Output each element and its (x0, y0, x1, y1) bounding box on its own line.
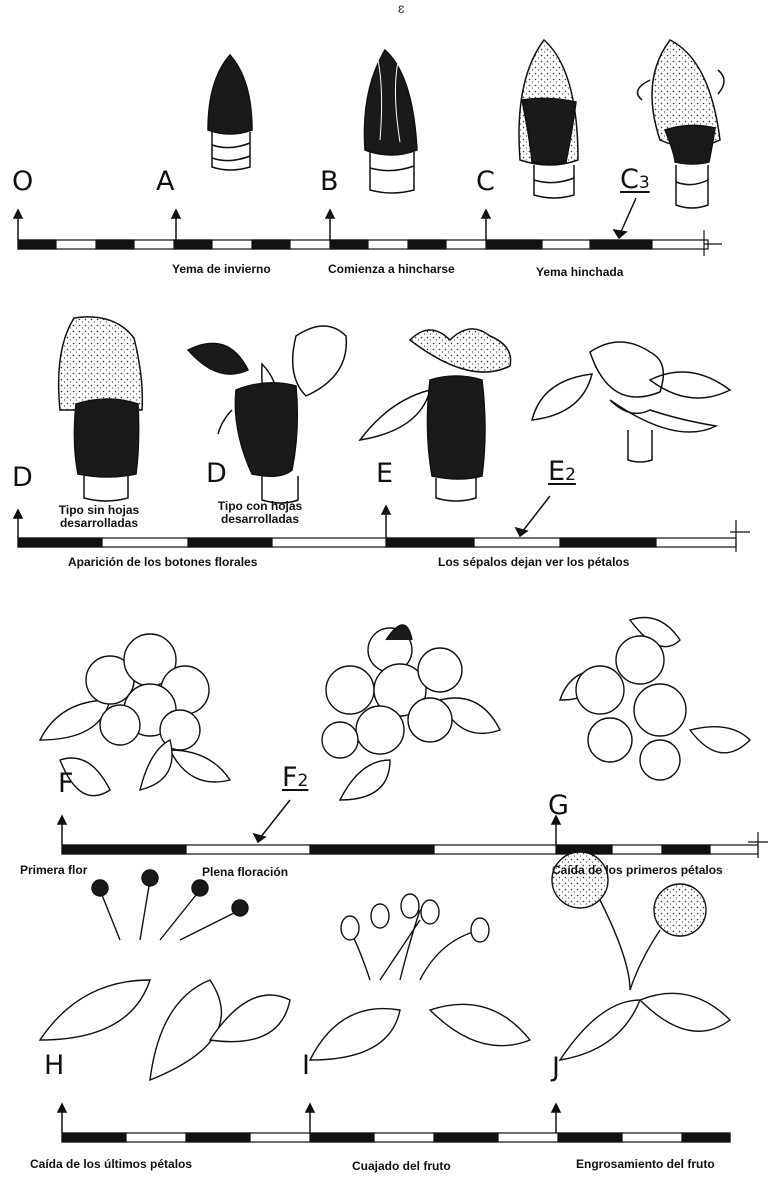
caption-tipo-sin-hojas: Tipo sin hojas desarrolladas (44, 504, 154, 530)
stage-letter-c3-subscript: 3 (639, 173, 650, 193)
fruit-drawing-i (310, 894, 530, 1060)
caption-aparicion-botones: Aparición de los botones florales (68, 556, 257, 569)
stage-arrows-row-4 (58, 1104, 560, 1133)
stage-letter-e2-subscript: 2 (565, 465, 576, 485)
stage-letter-f: F (58, 770, 74, 797)
stage-letter-b: B (320, 168, 339, 195)
bud-drawing-a (208, 55, 252, 170)
caption-primera-flor: Primera flor (20, 864, 87, 877)
stage-letter-c: C (476, 168, 495, 195)
bud-drawing-d-leafless (59, 317, 143, 501)
caption-cuajado-fruto: Cuajado del fruto (352, 1160, 451, 1173)
caption-engrosamiento-fruto: Engrosamiento del fruto (576, 1158, 715, 1171)
caption-yema-hinchada: Yema hinchada (536, 266, 623, 279)
stage-letter-c3: C3 (620, 166, 650, 193)
stage-letter-f2-main: F (282, 762, 298, 793)
bud-drawing-e2 (532, 342, 730, 462)
bud-drawing-c3 (638, 40, 725, 208)
caption-comienza-a-hincharse: Comienza a hincharse (328, 263, 455, 276)
stage-letter-e2-main: E (548, 456, 565, 487)
stage-letter-f2: F2 (282, 764, 308, 791)
stage-letter-d-leafless: D (12, 464, 33, 491)
caption-plena-floracion: Plena floración (202, 866, 288, 879)
fruit-drawing-j (552, 852, 730, 1060)
stage-letter-d-leafy: D (206, 460, 227, 487)
caption-tipo-con-hojas: Tipo con hojas desarrolladas (200, 500, 320, 526)
stage-letter-h: H (44, 1052, 64, 1079)
bud-drawing-c (519, 40, 578, 198)
stage-letter-c3-main: C (620, 164, 639, 195)
caption-yema-de-invierno: Yema de invierno (172, 263, 271, 276)
stage-letter-a: A (156, 168, 174, 195)
caption-sepalos-petalos: Los sépalos dejan ver los pétalos (438, 556, 629, 569)
bud-drawing-b (364, 50, 417, 193)
flower-drawing-g (560, 618, 750, 781)
stage-letter-e2: E2 (548, 458, 576, 485)
timeline-row-4 (62, 1133, 730, 1142)
stage-letter-o: O (12, 168, 33, 195)
stage-letter-i: I (302, 1052, 310, 1079)
stage-letter-g: G (548, 792, 569, 819)
stage-arrows-row-1 (14, 198, 636, 240)
timeline-row-3 (62, 832, 768, 858)
stage-letter-e: E (376, 460, 393, 487)
stage-letter-f2-subscript: 2 (298, 771, 309, 791)
caption-caida-ultimos-petalos: Caída de los últimos pétalos (30, 1158, 192, 1171)
flower-drawing-f2 (322, 625, 500, 800)
caption-caida-primeros-petalos: Caída de los primeros pétalos (552, 864, 723, 877)
stage-letter-j: J (552, 1054, 560, 1081)
stage-arrows-row-3 (58, 800, 560, 845)
flower-drawing-h (40, 870, 290, 1080)
